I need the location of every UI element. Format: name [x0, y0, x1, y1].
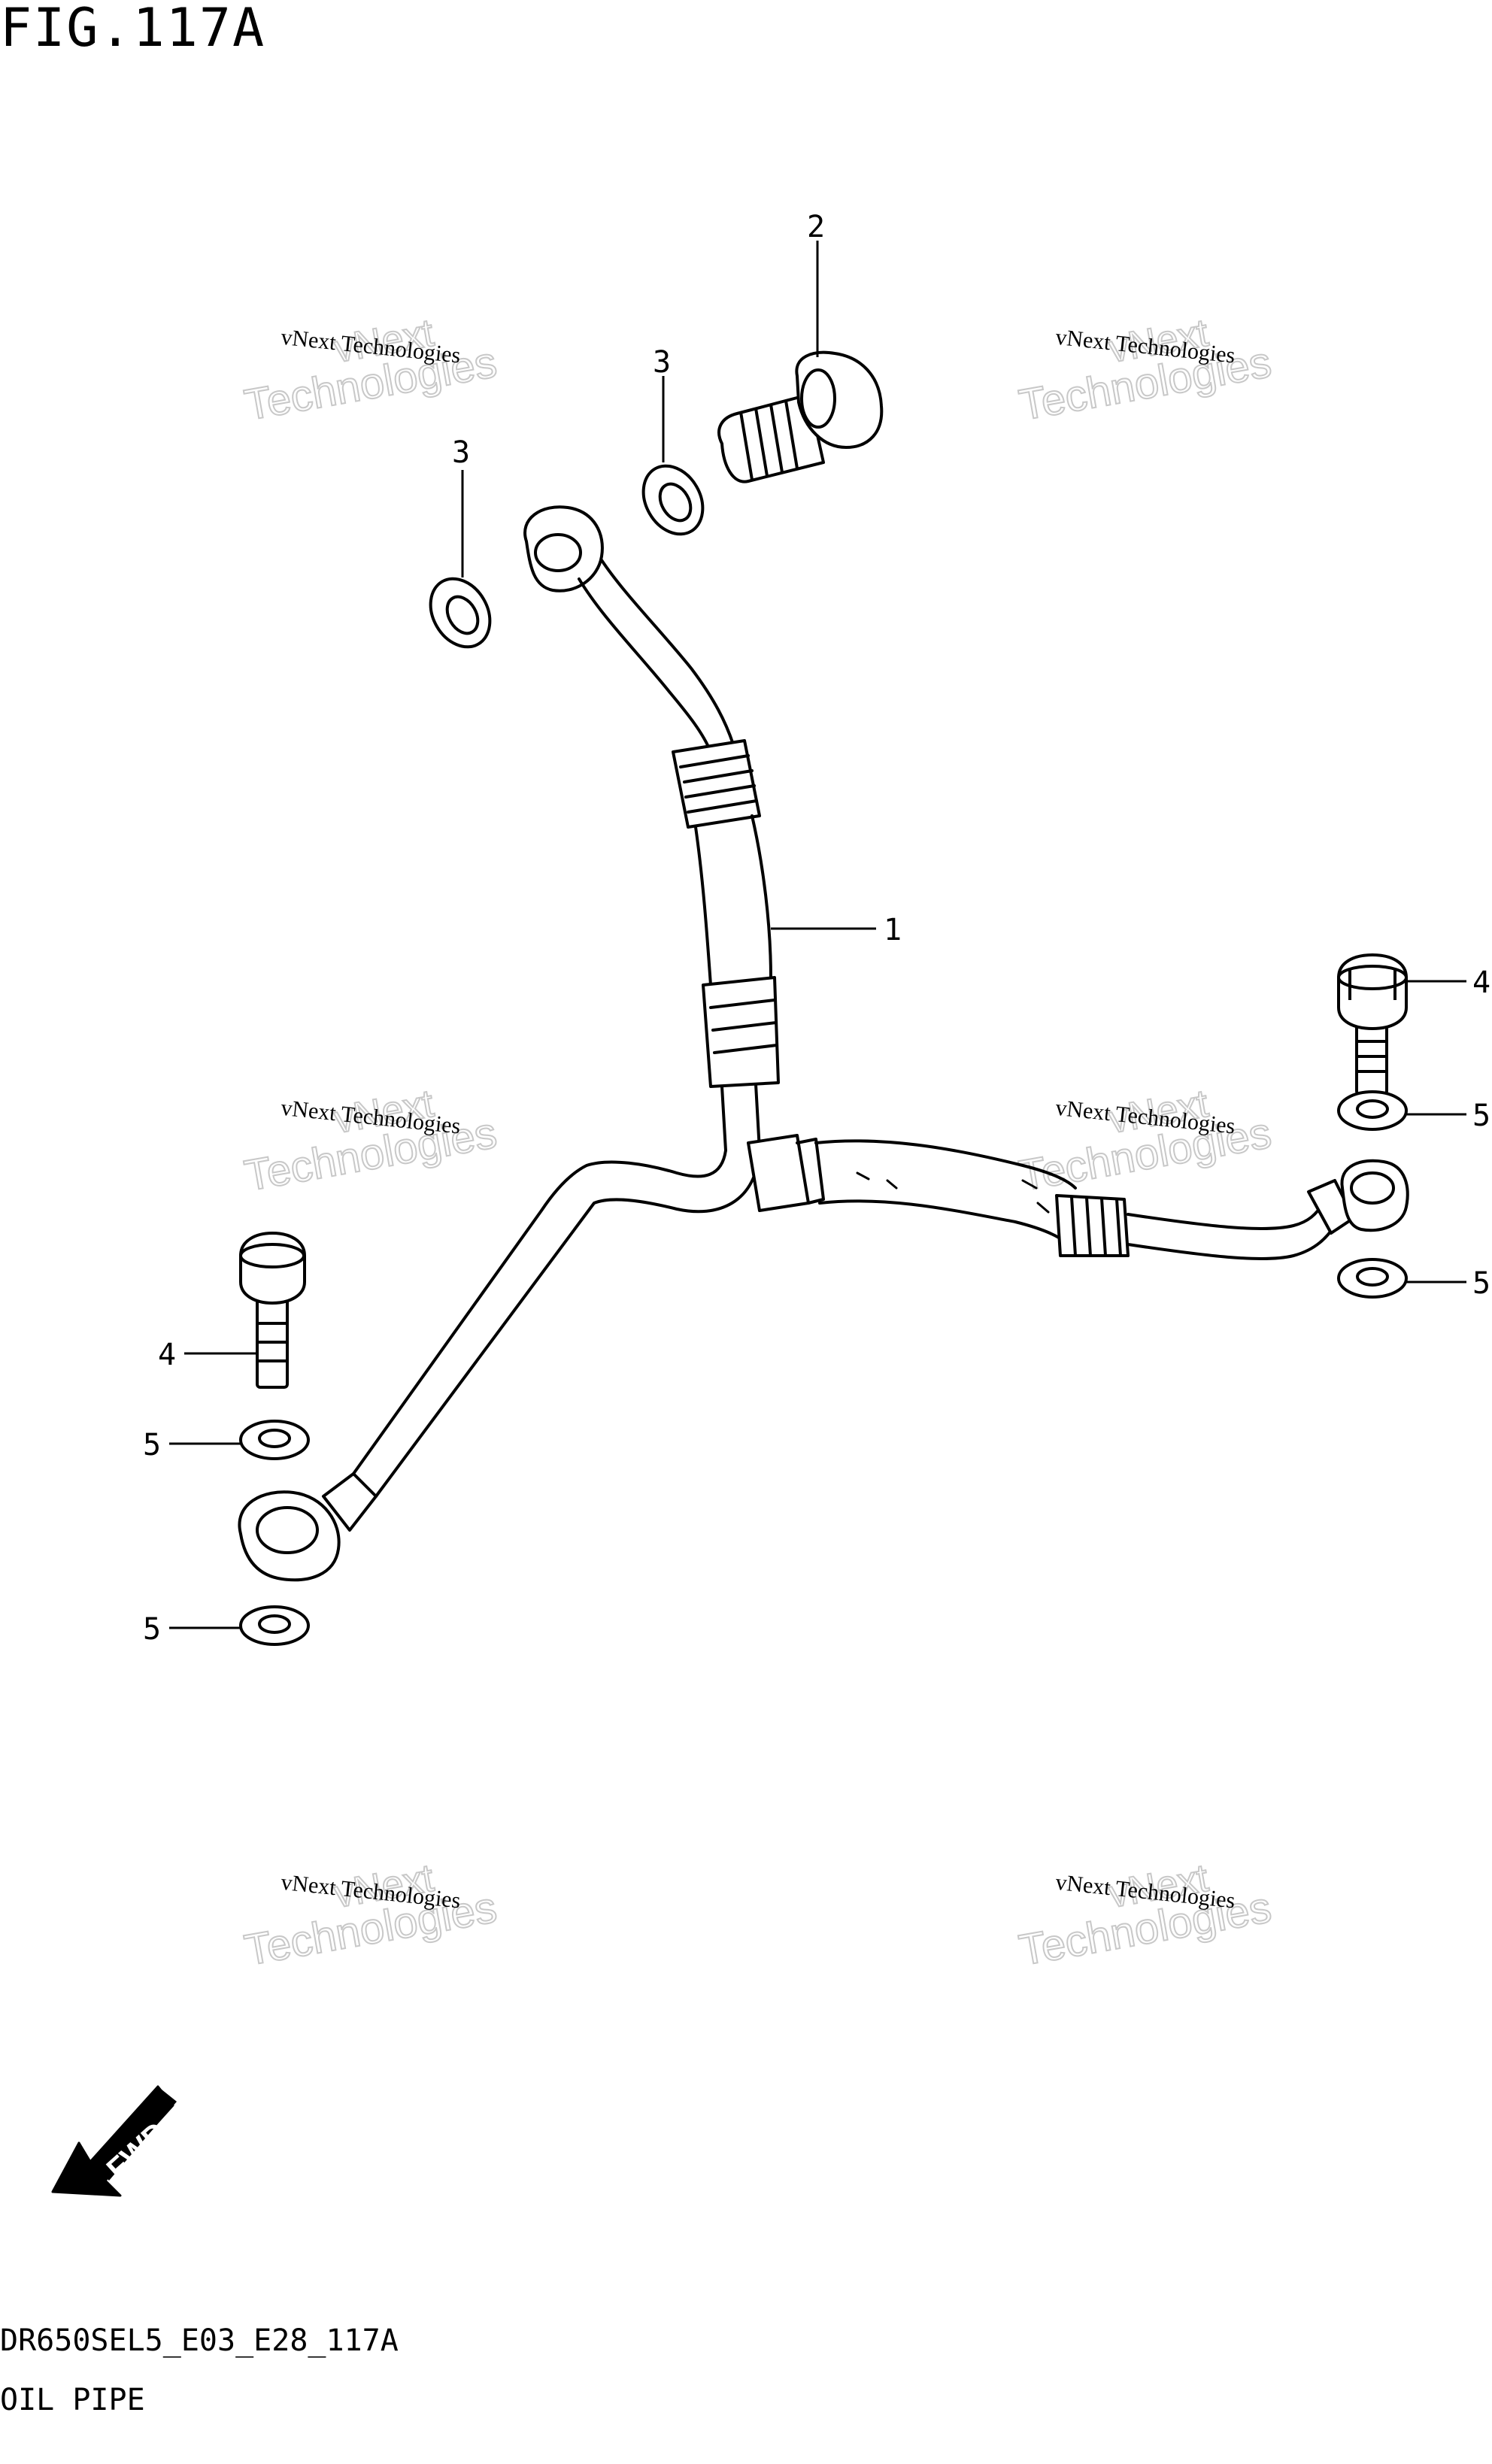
callout-3: 3	[452, 435, 470, 470]
union-bolt-icon	[717, 350, 884, 483]
diagram-name: OIL PIPE	[0, 2383, 145, 2417]
oil-pipe-icon	[238, 505, 1409, 1582]
gasket-icon	[1337, 1258, 1408, 1299]
gasket-icon	[1337, 1090, 1408, 1131]
watermark: vNext Technologies	[1014, 1080, 1276, 1202]
watermark: vNext Technologies	[1014, 1855, 1276, 1976]
bolt-icon	[1337, 953, 1408, 1096]
gasket-icon	[641, 464, 705, 536]
callout-5: 5	[143, 1428, 161, 1462]
callout-4: 4	[158, 1338, 176, 1372]
gasket-icon	[239, 1420, 310, 1460]
watermark: vNext Technologies	[240, 310, 502, 431]
callout-4: 4	[1472, 965, 1490, 1000]
bolt-icon	[239, 1232, 306, 1389]
callout-2: 2	[807, 210, 825, 244]
watermark: vNext Technologies	[1014, 310, 1276, 431]
callout-5: 5	[1472, 1266, 1490, 1301]
callout-3: 3	[653, 345, 671, 380]
callout-1: 1	[884, 913, 902, 947]
gasket-icon	[429, 577, 492, 649]
figure-title: FIG.117A	[0, 0, 266, 59]
leader-lines	[169, 241, 1466, 1629]
watermark: vNext Technologies	[240, 1080, 502, 1202]
gasket-icon	[239, 1605, 310, 1646]
watermark: vNext Technologies	[240, 1855, 502, 1976]
callout-5: 5	[1472, 1099, 1490, 1133]
callout-5: 5	[143, 1612, 161, 1647]
diagram-code: DR650SEL5_E03_E28_117A	[0, 2323, 399, 2358]
fwd-arrow-icon: FWD	[51, 2085, 177, 2197]
